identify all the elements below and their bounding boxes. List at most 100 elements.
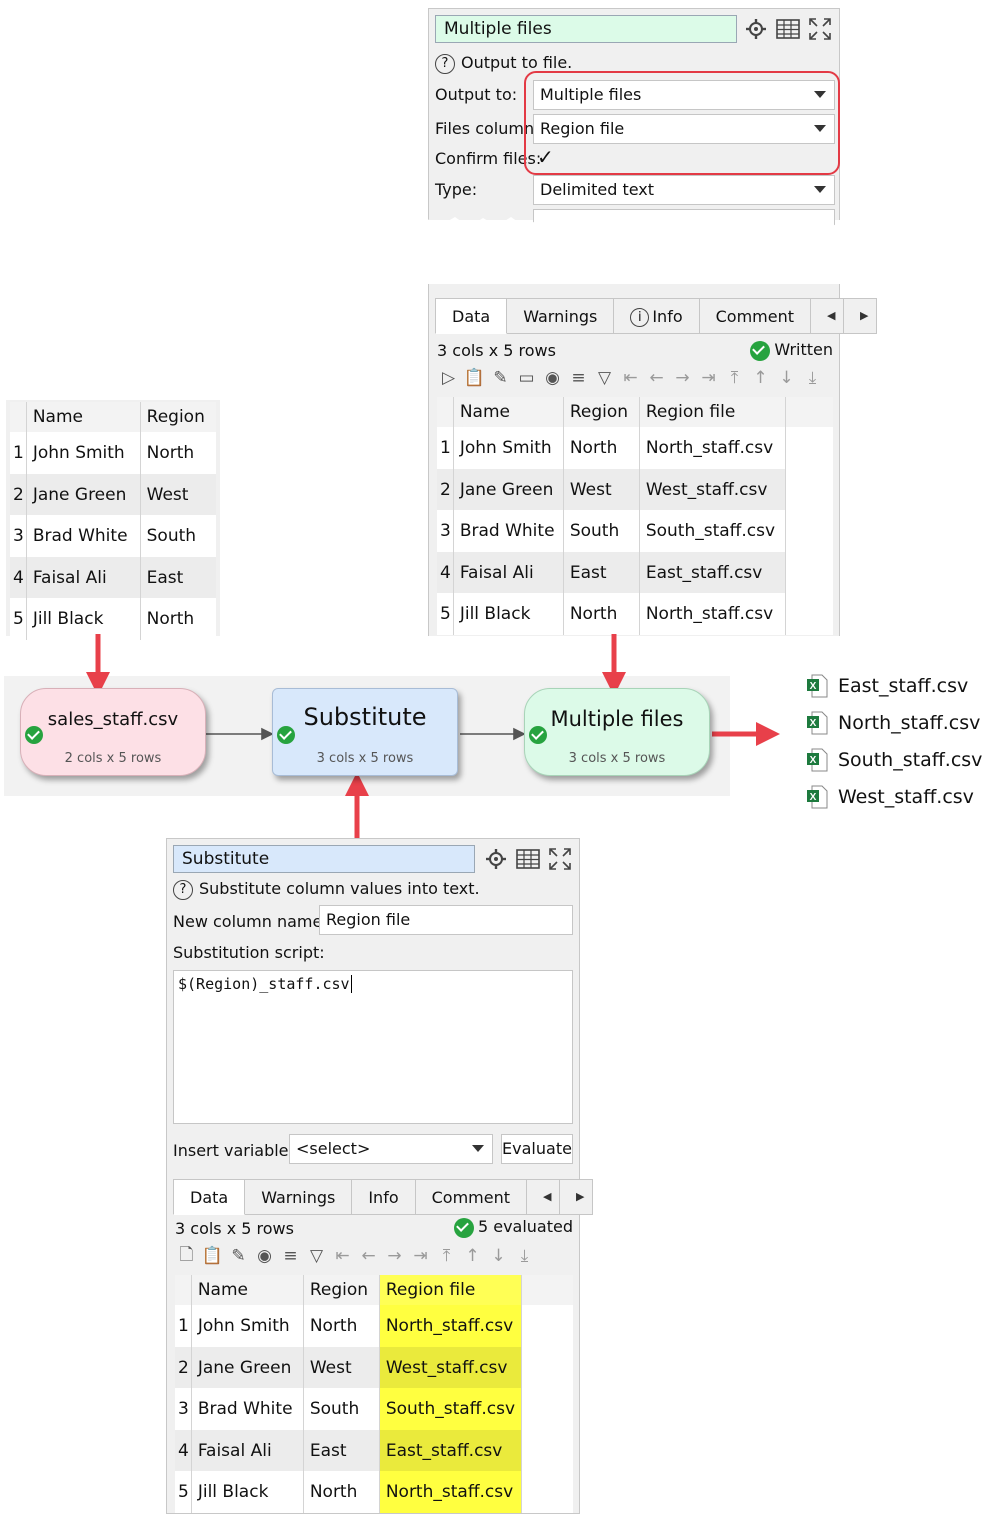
tab-comment[interactable]: Comment	[699, 298, 811, 334]
flow-node-substitute[interactable]: Substitute 3 cols x 5 rows	[272, 688, 458, 776]
paste-icon[interactable]: 📋	[201, 1246, 224, 1266]
folder-icon[interactable]: ▭	[518, 368, 535, 388]
maximize-icon[interactable]	[807, 15, 833, 43]
tab-scroll-right-icon[interactable]: ▶	[844, 298, 877, 334]
chevron-down-icon	[814, 186, 826, 193]
sort-icon[interactable]: ≡	[283, 1246, 298, 1266]
top-icon[interactable]: ⤒	[442, 1246, 451, 1266]
panel-title-text: Substitute	[182, 849, 270, 869]
first-col-icon[interactable]: ⇤	[623, 368, 638, 388]
tab-warnings[interactable]: Warnings	[507, 298, 615, 334]
svg-text:X: X	[810, 718, 817, 729]
multiple-files-panel: Multiple files ?Output to file. Output t…	[427, 8, 843, 235]
up-icon[interactable]: ↑	[753, 368, 768, 388]
column-header[interactable]: Region	[140, 402, 216, 432]
script-textarea[interactable]: $(Region)_staff.csv	[173, 970, 573, 1124]
flow-node-sales-staff[interactable]: sales_staff.csv 2 cols x 5 rows	[20, 688, 206, 776]
edit-icon[interactable]: ✎	[231, 1246, 246, 1266]
file-item[interactable]: X North_staff.csv	[806, 711, 980, 735]
output-to-dropdown[interactable]: Multiple files	[533, 80, 835, 110]
top-icon[interactable]: ⤒	[730, 368, 739, 388]
table-icon[interactable]	[515, 845, 541, 873]
panel-title: Substitute	[173, 845, 475, 873]
left-icon[interactable]: ←	[361, 1246, 376, 1266]
help-icon[interactable]: ?	[435, 53, 455, 74]
eye-icon[interactable]: ◉	[545, 368, 560, 388]
tab-info[interactable]: Info	[352, 1179, 416, 1215]
insert-variable-dropdown[interactable]: <select>	[289, 1134, 493, 1164]
node-info: 2 cols x 5 rows	[64, 751, 162, 766]
gear-icon[interactable]	[483, 845, 509, 873]
column-header[interactable]: Name	[191, 1275, 304, 1305]
tab-scroll-left-icon[interactable]: ◀	[527, 1179, 560, 1215]
column-header[interactable]: Name	[26, 402, 141, 432]
filter-icon[interactable]: ▽	[309, 1246, 324, 1266]
filter-icon[interactable]: ▽	[597, 368, 612, 388]
confirm-files-checkbox[interactable]: ✓	[537, 145, 554, 169]
output-to-label: Output to:	[435, 85, 518, 104]
empty-header	[785, 397, 833, 427]
last-col-icon[interactable]: ⇥	[413, 1246, 428, 1266]
eye-icon[interactable]: ◉	[257, 1246, 272, 1266]
table-icon[interactable]	[775, 15, 801, 43]
tab-scroll-left-icon[interactable]: ◀	[811, 298, 844, 334]
new-column-input[interactable]: Region file	[319, 905, 573, 935]
evaluate-button[interactable]: Evaluate	[501, 1134, 573, 1164]
tab-warnings[interactable]: Warnings	[245, 1179, 353, 1215]
tab-data[interactable]: Data	[435, 298, 508, 334]
file-item[interactable]: X East_staff.csv	[806, 674, 968, 698]
svg-text:X: X	[810, 681, 817, 692]
files-column-dropdown[interactable]: Region file	[533, 114, 835, 144]
up-icon[interactable]: ↑	[465, 1246, 480, 1266]
gear-icon[interactable]	[743, 15, 769, 43]
file-item[interactable]: X South_staff.csv	[806, 748, 982, 772]
flow-node-multiple-files[interactable]: Multiple files 3 cols x 5 rows	[524, 688, 710, 776]
down-icon[interactable]: ↓	[779, 368, 794, 388]
sort-icon[interactable]: ≡	[571, 368, 586, 388]
first-col-icon[interactable]: ⇤	[335, 1246, 350, 1266]
play-icon[interactable]: ▷	[441, 368, 456, 388]
bottom-icon[interactable]: ⤓	[808, 368, 817, 388]
confirm-files-label: Confirm files:	[435, 149, 542, 168]
column-header[interactable]: Region	[303, 1275, 380, 1305]
type-dropdown[interactable]: Delimited text	[533, 175, 835, 205]
file-item[interactable]: X West_staff.csv	[806, 785, 974, 809]
last-col-icon[interactable]: ⇥	[701, 368, 716, 388]
tab-data[interactable]: Data	[173, 1179, 246, 1215]
help-icon[interactable]: ?	[173, 879, 193, 900]
check-icon	[750, 340, 771, 361]
new-file-icon[interactable]: 🗋	[179, 1244, 194, 1265]
bottom-icon[interactable]: ⤓	[520, 1246, 529, 1266]
tab-scroll-right-icon[interactable]: ▶	[560, 1179, 593, 1215]
tab-comment[interactable]: Comment	[415, 1179, 527, 1215]
column-header[interactable]: Region file	[639, 397, 786, 427]
right-icon[interactable]: →	[675, 368, 690, 388]
right-icon[interactable]: →	[387, 1246, 402, 1266]
down-icon[interactable]: ↓	[491, 1246, 506, 1266]
paste-icon[interactable]: 📋	[463, 368, 486, 388]
column-header[interactable]: Region	[563, 397, 640, 427]
column-header[interactable]: Name	[453, 397, 564, 427]
left-icon[interactable]: ←	[649, 368, 664, 388]
maximize-icon[interactable]	[547, 845, 573, 873]
column-header[interactable]: Region file	[379, 1275, 523, 1305]
edit-icon[interactable]: ✎	[493, 368, 508, 388]
